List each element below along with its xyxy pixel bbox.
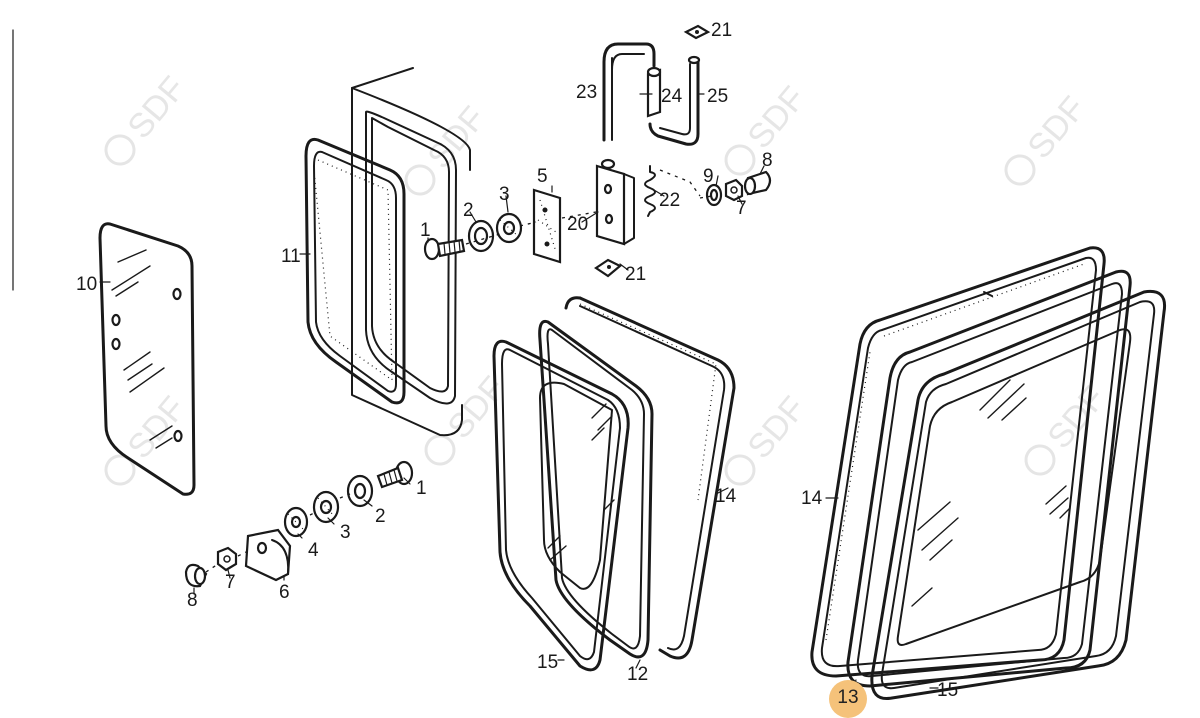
part-13-glass-right bbox=[846, 269, 1132, 688]
label-part-3-bottom: 3 bbox=[340, 522, 351, 543]
part-11-window-seal bbox=[304, 137, 406, 405]
part-15-frame-middle bbox=[492, 339, 630, 672]
label-part-3-top: 3 bbox=[499, 184, 510, 205]
part-25-rod bbox=[648, 55, 701, 146]
label-part-23: 23 bbox=[576, 82, 597, 103]
watermark-sdf: SDF bbox=[424, 369, 513, 466]
svg-text:SDF: SDF bbox=[420, 99, 493, 176]
label-part-21-mid: 21 bbox=[625, 264, 646, 285]
label-part-6: 6 bbox=[279, 582, 290, 603]
watermark-sdf: SDF bbox=[1004, 89, 1093, 186]
label-part-8-bottom: 8 bbox=[187, 590, 198, 611]
part-6-hinge-bottom bbox=[244, 528, 292, 582]
label-part-1-top: 1 bbox=[420, 220, 431, 241]
upper-latch-assembly bbox=[423, 24, 772, 278]
svg-text:SDF: SDF bbox=[740, 79, 813, 156]
right-window-assembly bbox=[810, 246, 1167, 701]
middle-window-assembly bbox=[492, 296, 736, 672]
part-3-rubber-washer-bottom bbox=[312, 490, 340, 524]
label-part-11: 11 bbox=[281, 246, 301, 267]
part-9-washer-top bbox=[705, 183, 723, 207]
label-part-21-top: 21 bbox=[711, 20, 732, 41]
label-part-24: 24 bbox=[661, 86, 683, 107]
label-part-9: 9 bbox=[703, 166, 714, 187]
part-21-clip-mid bbox=[594, 258, 622, 278]
part-21-clip-top bbox=[683, 24, 711, 40]
part-1-bolt-top bbox=[423, 237, 466, 261]
part-20-hinge-plate bbox=[595, 158, 635, 246]
label-part-2-bottom: 2 bbox=[375, 506, 386, 527]
part-24-sleeve bbox=[646, 66, 662, 118]
svg-text:SDF: SDF bbox=[740, 389, 813, 466]
label-part-12: 12 bbox=[627, 664, 648, 685]
label-part-2-top: 2 bbox=[463, 200, 474, 221]
part-22-spring bbox=[644, 165, 701, 217]
label-part-14-middle: 14 bbox=[715, 486, 737, 507]
label-part-13-highlighted[interactable]: 13 bbox=[837, 687, 859, 708]
part-12-glass-middle bbox=[538, 319, 654, 659]
part-8-cap-bottom bbox=[184, 563, 208, 588]
svg-text:SDF: SDF bbox=[1020, 89, 1093, 166]
part-23-rod bbox=[602, 42, 656, 142]
lower-latch-assembly bbox=[184, 460, 414, 588]
label-part-22: 22 bbox=[659, 190, 680, 211]
part-5-plate-top bbox=[532, 188, 562, 264]
part-8-cap-top bbox=[743, 170, 772, 196]
door-frame-outline bbox=[351, 67, 471, 437]
part-14-seal-middle bbox=[564, 296, 736, 660]
part-number-labels: 10 11 1 2 3 5 20 21 21 23 24 25 9 8 7 22… bbox=[76, 20, 958, 701]
part-10-glass-pane bbox=[98, 222, 196, 496]
part-7-nut-top bbox=[724, 178, 744, 202]
part-7-nut-bottom bbox=[216, 546, 238, 572]
watermark-sdf: SDF bbox=[404, 99, 493, 196]
label-part-20: 20 bbox=[567, 214, 588, 235]
part-3-rubber-washer-top bbox=[495, 212, 523, 244]
label-part-8-top: 8 bbox=[762, 150, 773, 171]
highlighted-part-13-marker[interactable] bbox=[829, 680, 867, 718]
leader-lines bbox=[99, 93, 939, 689]
part-1-bolt-bottom bbox=[376, 460, 414, 489]
watermark-sdf: SDF bbox=[1024, 379, 1113, 476]
part-4-washer-bottom bbox=[283, 506, 309, 538]
part-2-washer-top bbox=[467, 219, 495, 253]
label-part-5-top: 5 bbox=[537, 166, 548, 187]
label-part-14-right: 14 bbox=[801, 488, 823, 509]
label-part-15-right: 15 bbox=[937, 680, 958, 701]
watermark-sdf: SDF bbox=[104, 69, 193, 166]
label-part-7-top: 7 bbox=[736, 198, 747, 219]
label-part-1-bottom: 1 bbox=[416, 478, 427, 499]
label-part-15-middle: 15 bbox=[537, 652, 558, 673]
part-2-washer-bottom bbox=[346, 474, 374, 508]
svg-text:SDF: SDF bbox=[120, 389, 193, 466]
part-15-frame-right bbox=[870, 289, 1167, 701]
label-part-4-bottom: 4 bbox=[308, 540, 319, 561]
svg-text:SDF: SDF bbox=[120, 69, 193, 146]
label-part-25: 25 bbox=[707, 86, 728, 107]
label-part-10: 10 bbox=[76, 274, 97, 295]
label-part-7-bottom: 7 bbox=[225, 572, 236, 593]
